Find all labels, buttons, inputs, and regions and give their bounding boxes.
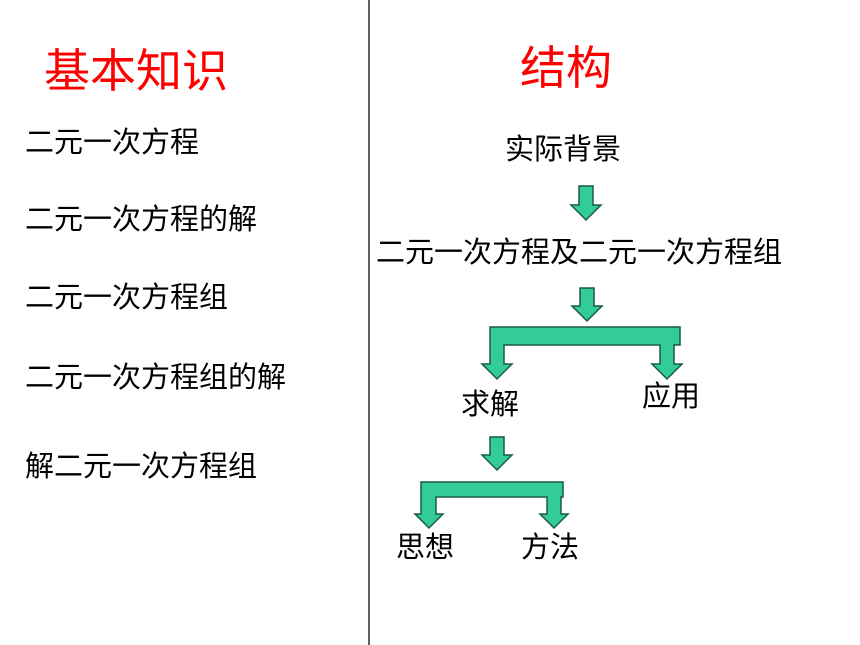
branch-connector	[480, 326, 684, 381]
node-background: 实际背景	[505, 132, 622, 166]
node-thinking: 思想	[396, 530, 455, 564]
node-solve: 求解	[461, 387, 520, 421]
knowledge-item-4: 二元一次方程组的解	[25, 360, 287, 394]
column-divider	[368, 0, 370, 645]
right-title: 结构	[520, 41, 612, 95]
arrow-down-icon	[480, 436, 514, 472]
node-equations: 二元一次方程及二元一次方程组	[376, 235, 783, 269]
knowledge-item-1: 二元一次方程	[25, 125, 200, 159]
left-title: 基本知识	[44, 44, 228, 98]
knowledge-item-3: 二元一次方程组	[25, 280, 229, 314]
branch-connector	[413, 481, 570, 530]
knowledge-item-2: 二元一次方程的解	[25, 202, 258, 236]
arrow-down-icon	[570, 287, 604, 323]
arrow-down-icon	[569, 185, 603, 222]
node-apply: 应用	[642, 379, 701, 413]
node-method: 方法	[521, 530, 580, 564]
knowledge-item-5: 解二元一次方程组	[25, 449, 258, 483]
